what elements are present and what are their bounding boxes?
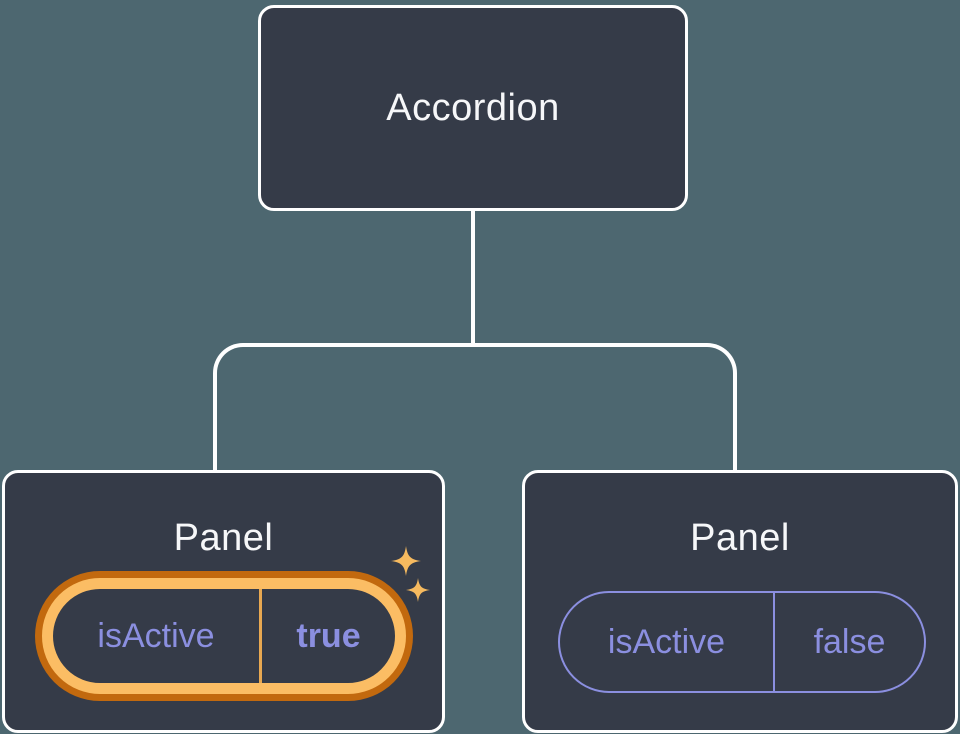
pill-divider (773, 593, 775, 691)
state-pill-highlighted: isActive true (42, 578, 406, 694)
accordion-node-label: Accordion (386, 86, 560, 129)
state-key-label: isActive (607, 622, 726, 661)
pill-divider (259, 589, 262, 683)
panel-node-active: Panel isActive true (2, 470, 445, 733)
accordion-node: Accordion (258, 5, 688, 211)
tree-connector-trunk (471, 209, 475, 345)
state-key-label: isActive (97, 616, 215, 655)
panel-node-label: Panel (690, 517, 790, 559)
panel-node-label: Panel (173, 517, 274, 559)
state-value-label: false (813, 622, 886, 661)
state-pill: isActive false (558, 591, 926, 693)
state-value-label: true (296, 616, 361, 655)
panel-node-inactive: Panel isActive false (522, 470, 958, 733)
sparkle-icon-large (391, 546, 421, 576)
tree-connector-branches (213, 343, 737, 470)
sparkle-icon-small (406, 578, 430, 602)
